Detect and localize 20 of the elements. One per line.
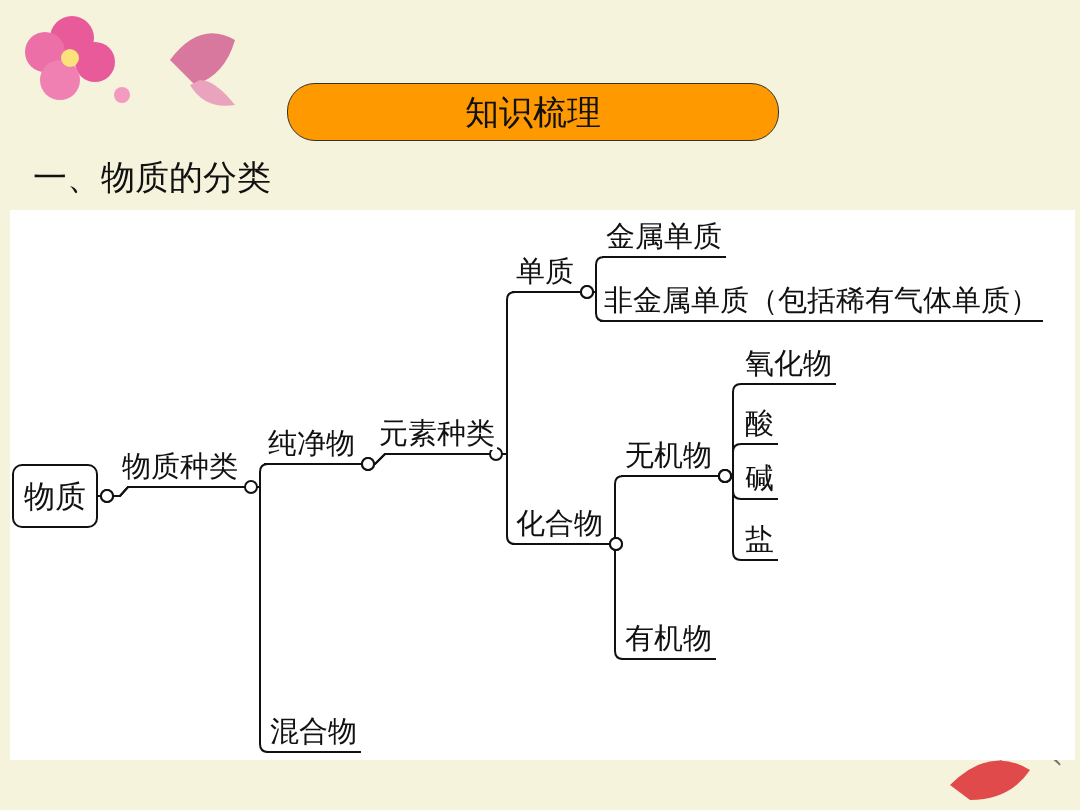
edge-label: 物质种类 xyxy=(120,449,240,483)
branch-label: 有机物 xyxy=(621,620,716,660)
branch-label: 碱 xyxy=(741,460,778,500)
branch-label: 酸 xyxy=(741,405,778,445)
branch-label: 混合物 xyxy=(266,713,361,753)
section-heading: 一、物质的分类 xyxy=(33,156,271,199)
branch-label: 纯净物 xyxy=(264,425,359,465)
edge-label: 元素种类 xyxy=(377,416,497,450)
branch-label: 金属单质 xyxy=(602,218,726,258)
branch-label: 无机物 xyxy=(621,437,716,477)
branch-label: 非金属单质（包括稀有气体单质） xyxy=(600,282,1043,322)
branch-label: 化合物 xyxy=(512,505,607,545)
root-box: 物质 xyxy=(12,464,98,528)
branch-line xyxy=(715,469,742,561)
title-banner: 知识梳理 xyxy=(287,83,779,141)
branch-label: 氧化物 xyxy=(741,345,836,385)
branch-label: 单质 xyxy=(512,253,578,293)
branch-label: 盐 xyxy=(741,521,778,561)
branch-line xyxy=(606,537,624,660)
branch-line xyxy=(97,486,269,753)
